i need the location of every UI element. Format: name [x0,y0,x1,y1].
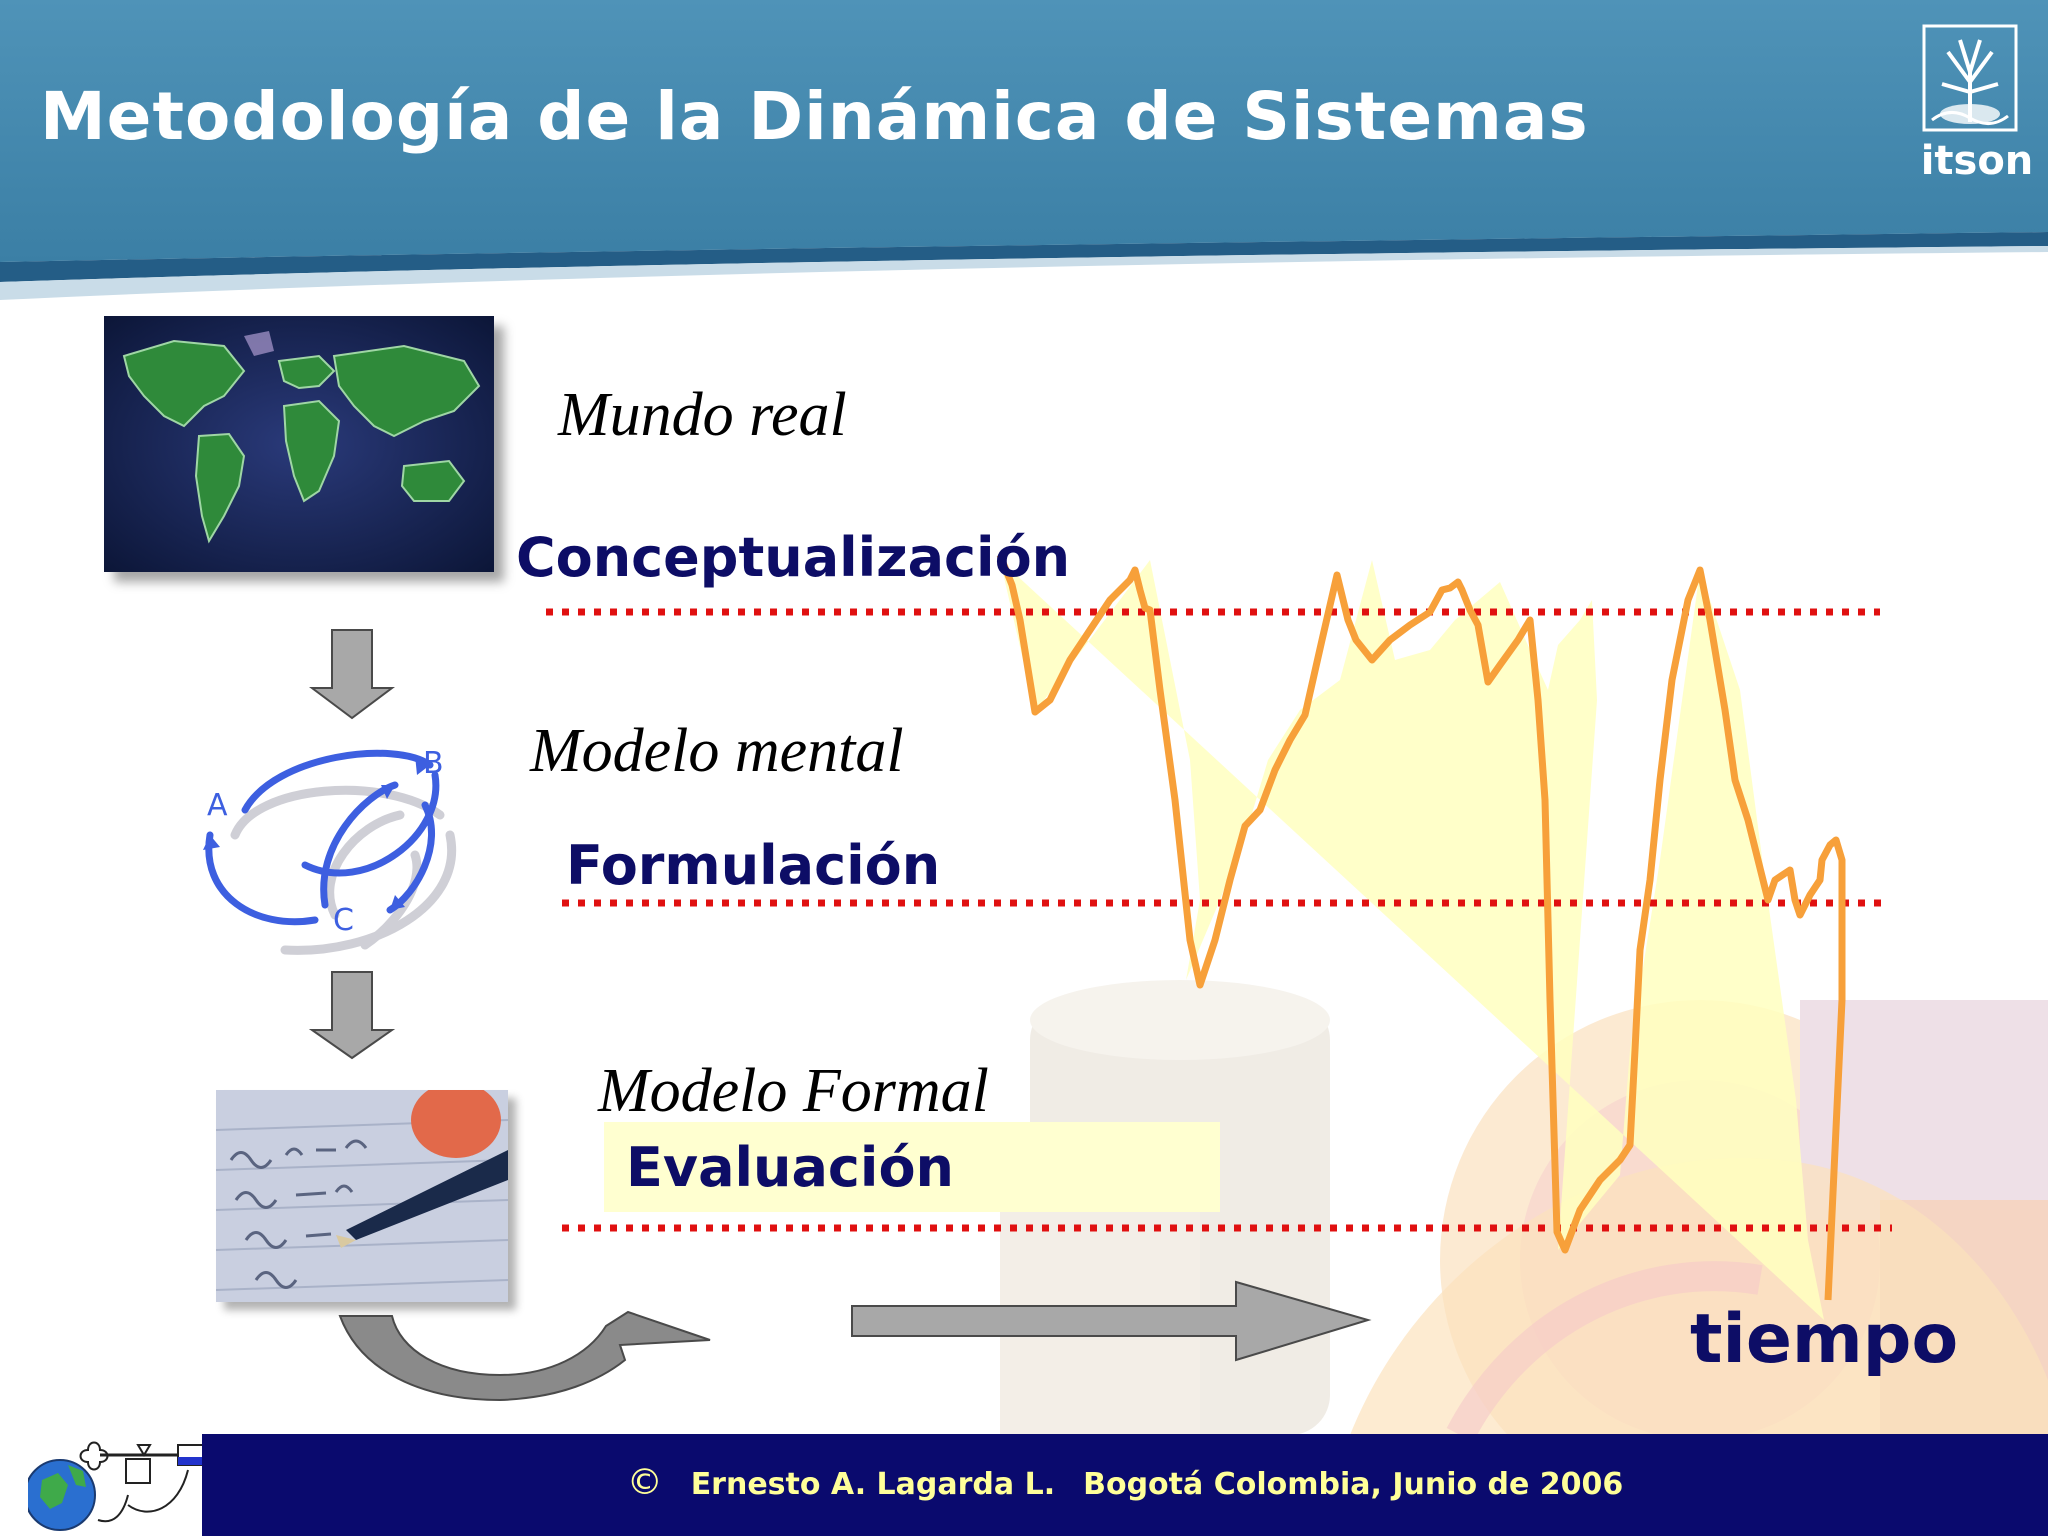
world-map-image [104,316,494,572]
time-axis-label: tiempo [1690,1300,1959,1379]
curved-arrow [338,1310,711,1402]
copyright-symbol: © [626,1462,663,1503]
stage-label-mundo-real: Mundo real [558,381,847,449]
mental-model-image: A B C [203,746,457,955]
math-notes-image [216,1090,508,1302]
down-arrow-1 [309,629,395,720]
footer-place-date: Bogotá Colombia, Junio de 2006 [1083,1467,1624,1502]
slide-title: Metodología de la Dinámica de Sistemas [40,78,1589,155]
system-dynamics-logo [28,1441,204,1531]
stage-label-modelo-mental: Modelo mental [530,717,904,785]
mental-letter-a: A [207,788,228,823]
logo-text: itson [1920,138,2034,184]
footer-credits: © Ernesto A. Lagarda L. Bogotá Colombia, J… [202,1462,2048,1503]
stage-label-modelo-formal: Modelo Formal [598,1057,989,1125]
level-label-conceptualizacion: Conceptualización [516,526,1071,589]
down-arrow-2 [308,971,396,1060]
header-banner [0,0,2048,300]
footer-bar: © Ernesto A. Lagarda L. Bogotá Colombia, J… [202,1434,2048,1536]
itson-logo [1922,24,2018,132]
mental-letter-b: B [423,746,444,781]
level-label-evaluacion: Evaluación [626,1136,954,1199]
footer-author: Ernesto A. Lagarda L. [690,1467,1056,1502]
evaluation-highlight [604,1122,1220,1212]
mental-letter-c: C [333,903,354,938]
level-label-formulacion: Formulación [566,834,941,897]
